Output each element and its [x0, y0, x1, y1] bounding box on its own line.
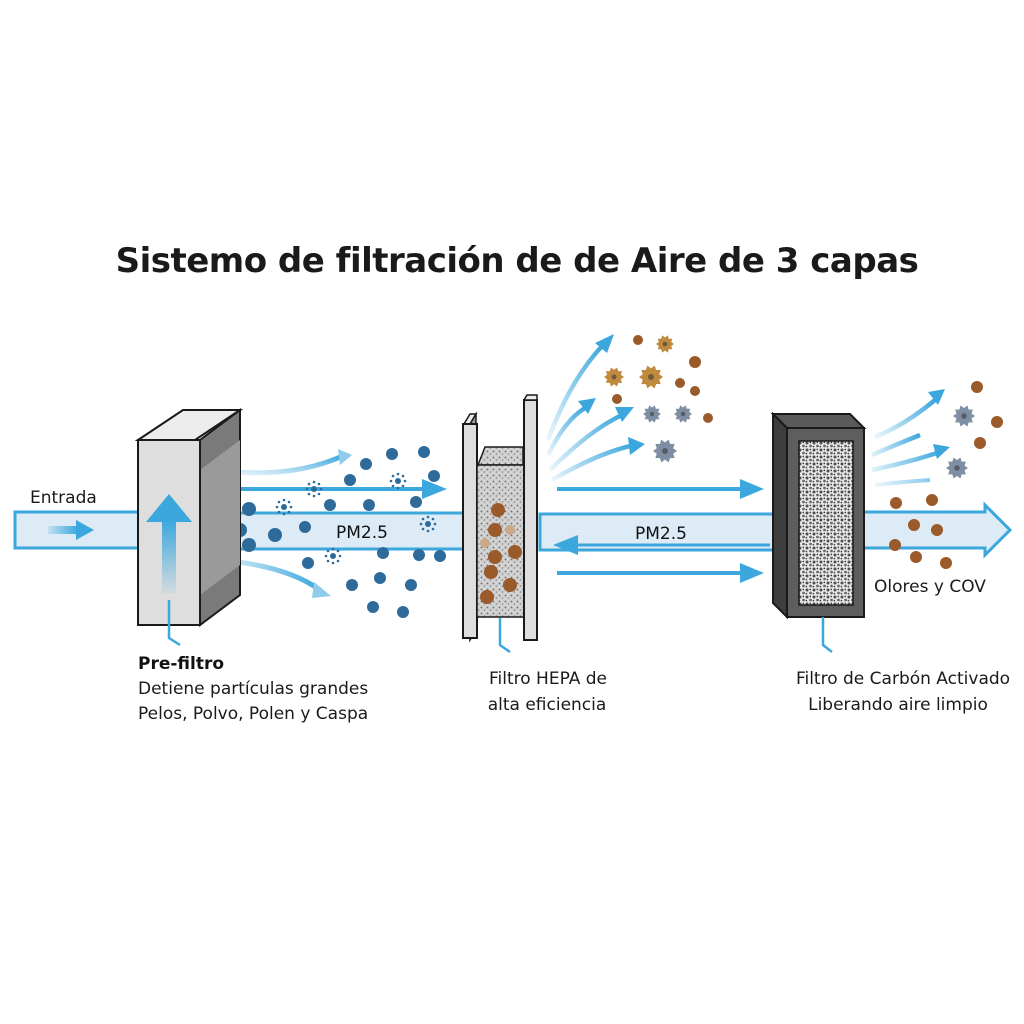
hepa-label-line2: alta eficiencia — [488, 695, 607, 715]
pm-particle — [324, 499, 336, 511]
dust-particle — [910, 551, 922, 563]
pm-particle — [434, 550, 446, 562]
trapped-particle — [480, 590, 494, 604]
gear-particle-icon — [643, 405, 661, 423]
hepa-escaping-particles — [604, 335, 713, 463]
fine-particle — [389, 472, 407, 490]
fine-particle — [419, 515, 437, 533]
pm-particle — [268, 528, 282, 542]
pre-filter-title: Pre-filtro — [138, 654, 224, 674]
dust-particle — [889, 539, 901, 551]
gear-particle-icon — [639, 365, 663, 389]
gear-particle-icon — [674, 405, 692, 423]
dust-particle — [703, 413, 713, 423]
dust-particle — [926, 494, 938, 506]
trapped-particle — [488, 550, 502, 564]
exhaust-arrows-carbon — [871, 389, 950, 487]
carbon-label-line2: Liberando aire limpio — [808, 695, 988, 715]
pm-particle — [299, 521, 311, 533]
dust-particle — [931, 524, 943, 536]
upflow-arrow-icon — [162, 520, 176, 594]
pm-particle — [242, 538, 256, 552]
trapped-particle — [480, 538, 490, 548]
dust-particle — [690, 386, 700, 396]
dust-particle — [971, 381, 983, 393]
pm-particle — [346, 579, 358, 591]
dust-particle — [633, 335, 643, 345]
pm-particle — [397, 606, 409, 618]
inlet-label: Entrada — [30, 488, 97, 508]
outlet-label: Olores y COV — [874, 577, 986, 597]
dust-particle — [991, 416, 1003, 428]
pm25-label-2: PM2.5 — [635, 524, 687, 544]
dust-particle — [890, 497, 902, 509]
dust-particle — [974, 437, 986, 449]
hepa-leader-line — [498, 618, 511, 654]
trapped-particle — [503, 578, 517, 592]
carbon-filter-block — [770, 411, 867, 620]
dust-particle — [908, 519, 920, 531]
pm-particle — [302, 557, 314, 569]
dust-particle — [689, 356, 701, 368]
fine-particle — [275, 498, 293, 516]
pm25-label-1: PM2.5 — [336, 523, 388, 543]
trapped-particle — [488, 523, 502, 537]
gear-particle-icon — [656, 335, 674, 353]
pm-particle — [367, 601, 379, 613]
pm-particle — [386, 448, 398, 460]
fine-particle — [324, 547, 342, 565]
pm-particle — [410, 496, 422, 508]
pm-particle — [242, 502, 256, 516]
hepa-filter-block — [462, 394, 538, 643]
pre-filter-block — [134, 408, 244, 627]
hepa-label-line1: Filtro HEPA de — [489, 669, 607, 689]
fine-particles — [275, 472, 437, 565]
pm-particle — [344, 474, 356, 486]
pm-particle — [377, 547, 389, 559]
trapped-particle — [484, 565, 498, 579]
pm-particle — [374, 572, 386, 584]
exhaust-arrows-hepa — [545, 334, 645, 482]
pre-filter-desc-line2: Pelos, Polvo, Polen y Caspa — [138, 704, 368, 724]
pm-particle — [428, 470, 440, 482]
dust-particle — [675, 378, 685, 388]
inlet-arrow-icon — [76, 520, 94, 540]
gear-particle-icon — [653, 439, 677, 463]
pm-particle — [360, 458, 372, 470]
gear-particle-icon — [946, 457, 968, 479]
dust-particle — [940, 557, 952, 569]
pre-filter-desc-line1: Detiene partículas grandes — [138, 679, 368, 699]
fine-particle — [305, 480, 323, 498]
diagram-title: Sistemo de filtración de de Aire de 3 ca… — [116, 241, 919, 281]
carbon-escaping-particles — [889, 381, 1003, 569]
carbon-leader-line — [821, 617, 833, 653]
hepa-trapped-particles — [480, 503, 522, 604]
dust-particle — [612, 394, 622, 404]
pm-particle — [418, 446, 430, 458]
pm-particle — [413, 549, 425, 561]
carbon-label-line1: Filtro de Carbón Activado — [796, 669, 1010, 689]
gear-particle-icon — [604, 367, 624, 387]
trapped-particle — [508, 545, 522, 559]
trapped-particle — [505, 525, 515, 535]
trapped-particle — [491, 503, 505, 517]
inlet-air-band — [13, 510, 147, 550]
pm-particle — [405, 579, 417, 591]
pm-particle — [363, 499, 375, 511]
gear-particle-icon — [953, 405, 975, 427]
pre-filter-leader-line — [167, 600, 181, 647]
